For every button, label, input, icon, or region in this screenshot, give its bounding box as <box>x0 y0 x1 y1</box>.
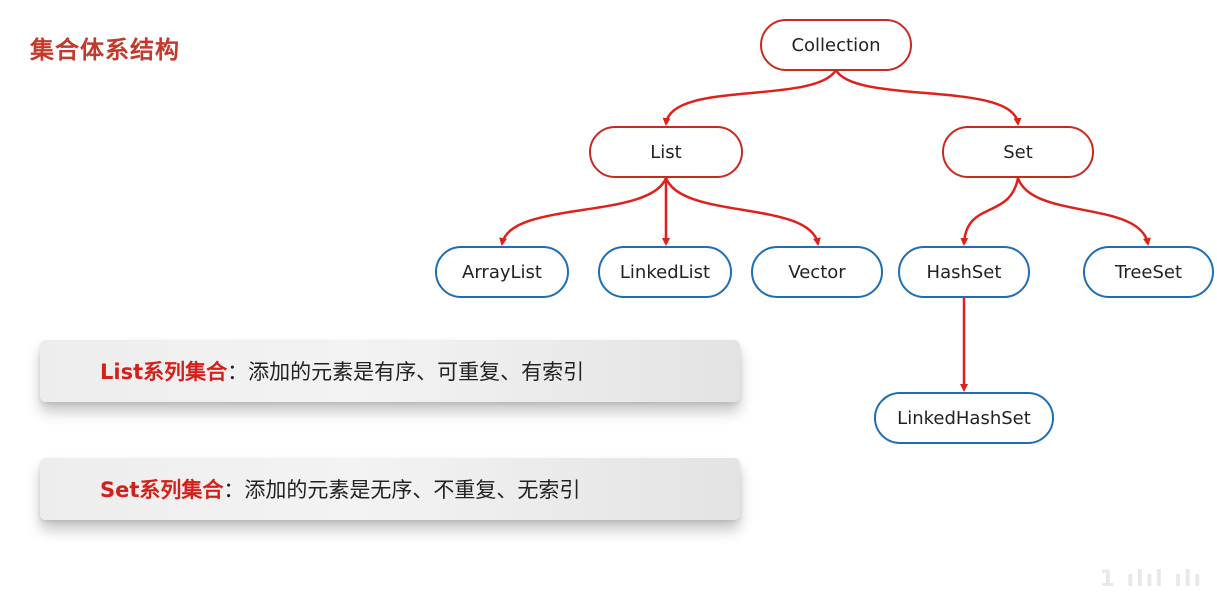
set-note-card: Set系列集合：添加的元素是无序、不重复、无索引 <box>40 458 740 520</box>
edge-collection-list <box>662 69 838 126</box>
list-note-card: List系列集合：添加的元素是有序、可重复、有索引 <box>40 340 740 402</box>
node-set: Set <box>942 126 1094 178</box>
set-note-text: ：添加的元素是无序、不重复、无索引 <box>223 478 581 502</box>
edge-set-treeset <box>1016 177 1151 246</box>
node-list: List <box>589 126 743 178</box>
edge-set-hashset <box>960 177 1020 246</box>
node-vector: Vector <box>751 246 883 298</box>
node-treeset: TreeSet <box>1083 246 1214 298</box>
edge-list-arraylist <box>499 177 668 246</box>
set-note-heading: Set系列集合 <box>100 478 224 502</box>
list-note-text: ：添加的元素是有序、可重复、有索引 <box>227 360 585 384</box>
node-arraylist: ArrayList <box>435 246 569 298</box>
node-hashset: HashSet <box>898 246 1030 298</box>
watermark-logo: 1 ılıl ılı <box>1099 567 1203 592</box>
edge-collection-set <box>834 69 1022 126</box>
list-note-heading: List系列集合 <box>100 360 228 384</box>
node-linkedlist: LinkedList <box>598 246 732 298</box>
edge-list-vector <box>664 177 821 246</box>
node-linkedhashset: LinkedHashSet <box>874 392 1054 444</box>
page-title: 集合体系结构 <box>30 36 180 64</box>
node-collection: Collection <box>760 19 912 71</box>
